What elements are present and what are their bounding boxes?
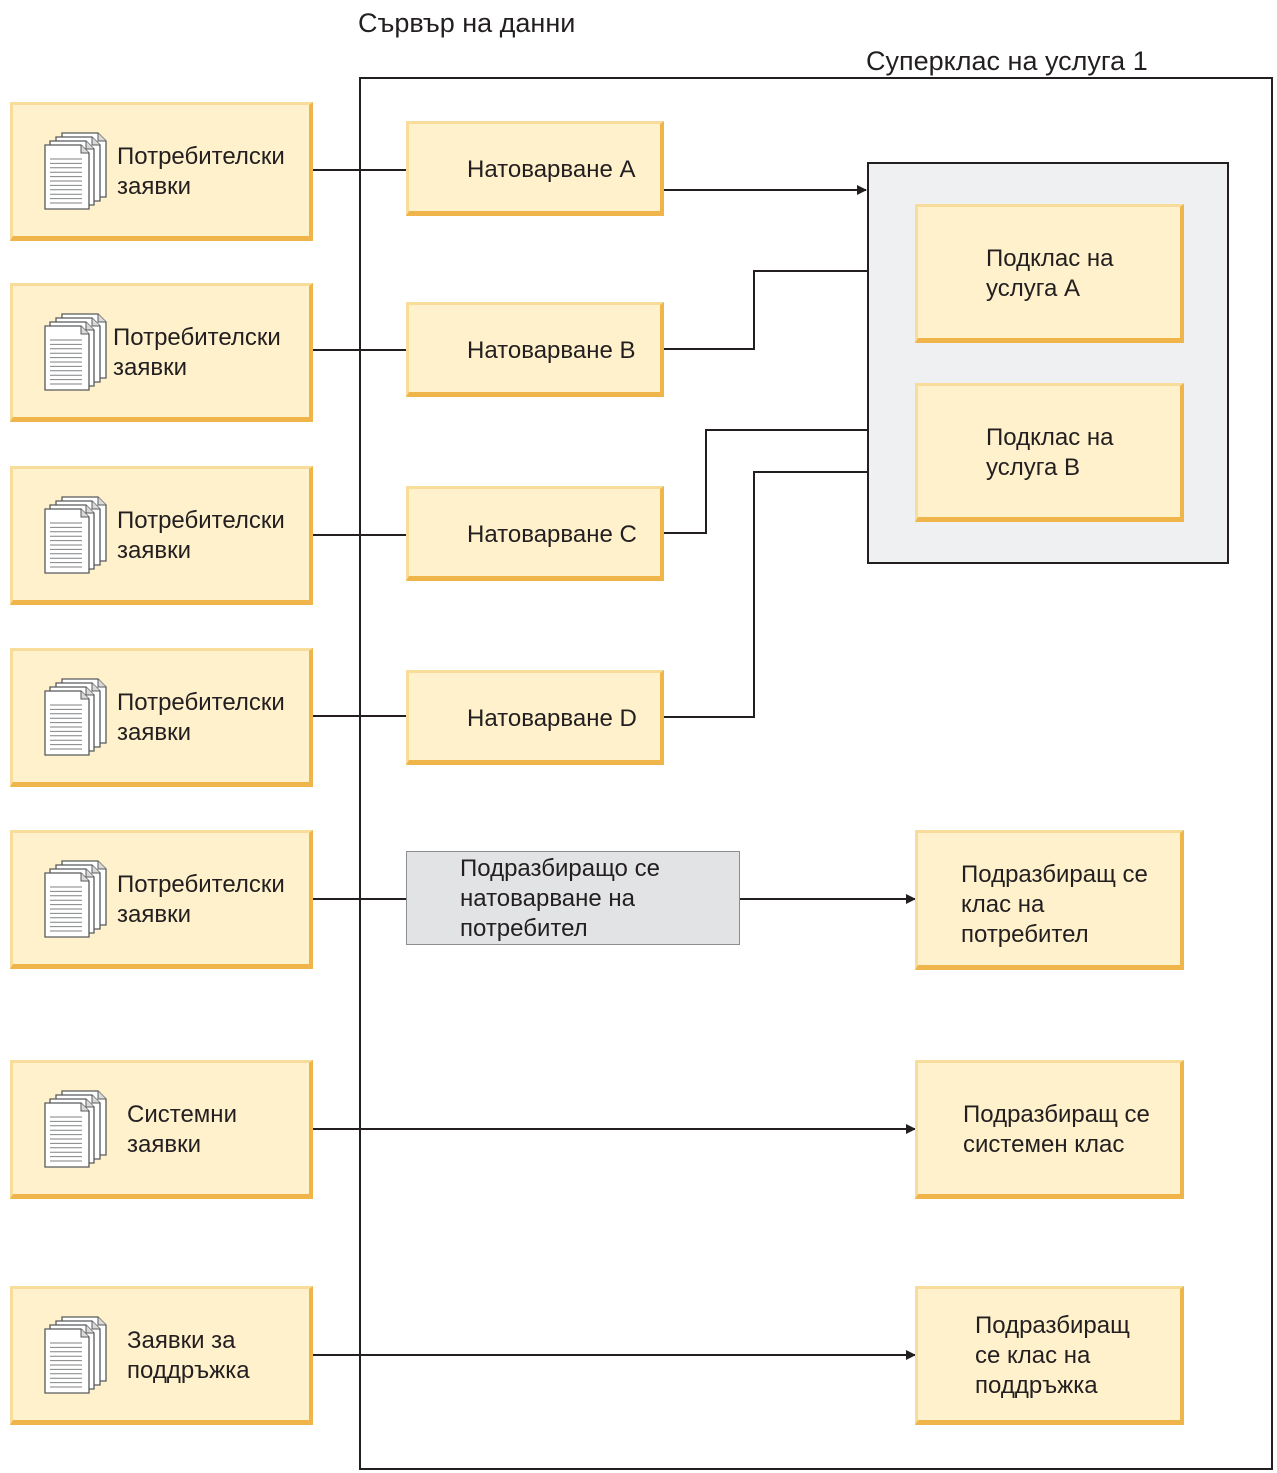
source-box: Потребителски заявки	[10, 466, 313, 605]
arrow-workload-b-subclass-a	[664, 266, 915, 350]
workload-label: Подразбиращо се натоварване на потребите…	[460, 855, 660, 942]
default-user-workload-box: Подразбиращо се натоварване на потребите…	[406, 851, 740, 945]
default-class-label: Подразбиращ се клас на потребител	[961, 861, 1148, 948]
superclass-title: Суперклас на услуга 1	[866, 46, 1148, 76]
subclass-b-box: Подклас на услуга B	[915, 383, 1184, 522]
source-box: Системни заявки	[10, 1060, 313, 1199]
workload-label: Натоварване D	[467, 705, 637, 732]
default-user-class-box: Подразбиращ се клас на потребител	[915, 830, 1184, 970]
default-class-label: Подразбиращ се клас на поддръжка	[975, 1312, 1130, 1399]
source-box: Потребителски заявки	[10, 102, 313, 241]
arrow-workload-c-subclass-b	[664, 425, 917, 534]
workload-a-box: Натоварване A	[406, 121, 664, 216]
workload-label: Натоварване B	[467, 337, 636, 364]
stacked-documents-icon	[44, 313, 107, 391]
source-label: Потребителски заявки	[117, 507, 285, 564]
stacked-documents-icon	[44, 678, 107, 756]
arrow-workload-d-subclass-b	[664, 467, 917, 718]
source-label: Заявки за поддръжка	[127, 1327, 250, 1384]
workload-label: Натоварване C	[467, 521, 637, 548]
source-label: Потребителски заявки	[117, 143, 285, 200]
subclass-a-box: Подклас на услуга A	[915, 204, 1184, 343]
data-server-frame	[359, 77, 1273, 1470]
server-title: Сървър на данни	[358, 8, 576, 38]
source-label: Потребителски заявки	[113, 324, 281, 381]
source-box: Потребителски заявки	[10, 648, 313, 787]
default-system-class-box: Подразбиращ се системен клас	[915, 1060, 1184, 1199]
workload-b-box: Натоварване B	[406, 302, 664, 397]
workload-d-box: Натоварване D	[406, 670, 664, 765]
stacked-documents-icon	[44, 132, 107, 210]
stacked-documents-icon	[44, 1316, 107, 1394]
default-class-label: Подразбиращ се системен клас	[963, 1101, 1150, 1158]
workload-c-box: Натоварване C	[406, 486, 664, 581]
source-box: Потребителски заявки	[10, 830, 313, 969]
workload-label: Натоварване A	[467, 156, 636, 183]
subclass-label: Подклас на услуга A	[986, 245, 1114, 302]
source-label: Потребителски заявки	[117, 871, 285, 928]
source-label: Системни заявки	[127, 1101, 237, 1158]
default-maintenance-class-box: Подразбиращ се клас на поддръжка	[915, 1286, 1184, 1425]
source-label: Потребителски заявки	[117, 689, 285, 746]
stacked-documents-icon	[44, 860, 107, 938]
subclass-label: Подклас на услуга B	[986, 424, 1114, 481]
source-box: Заявки за поддръжка	[10, 1286, 313, 1425]
stacked-documents-icon	[44, 496, 107, 574]
stacked-documents-icon	[44, 1090, 107, 1168]
source-box: Потребителски заявки	[10, 283, 313, 422]
